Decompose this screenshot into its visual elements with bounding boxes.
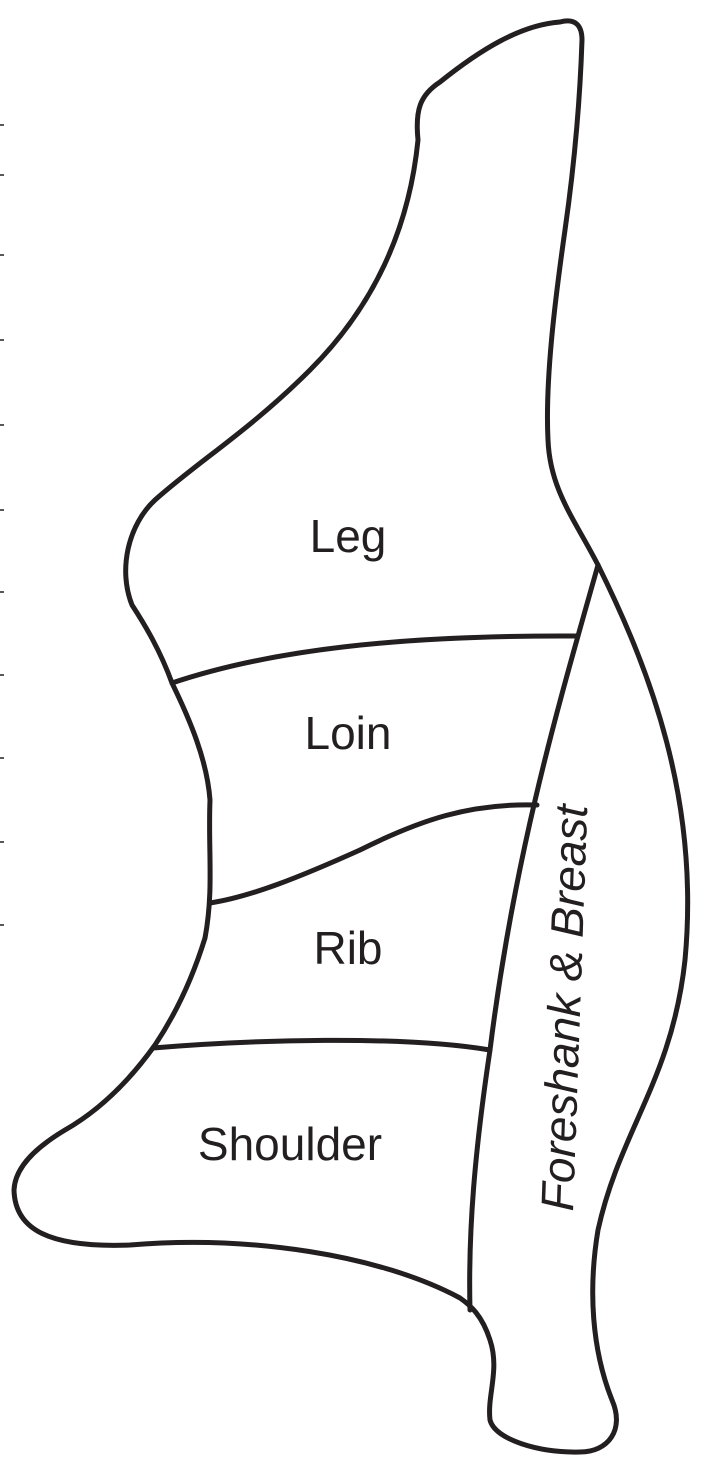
left-edge-ticks xyxy=(0,125,4,925)
shoulder-label: Shoulder xyxy=(198,1118,382,1170)
rib-label: Rib xyxy=(313,922,382,974)
loin-label: Loin xyxy=(305,707,392,759)
leg-label: Leg xyxy=(310,510,387,562)
